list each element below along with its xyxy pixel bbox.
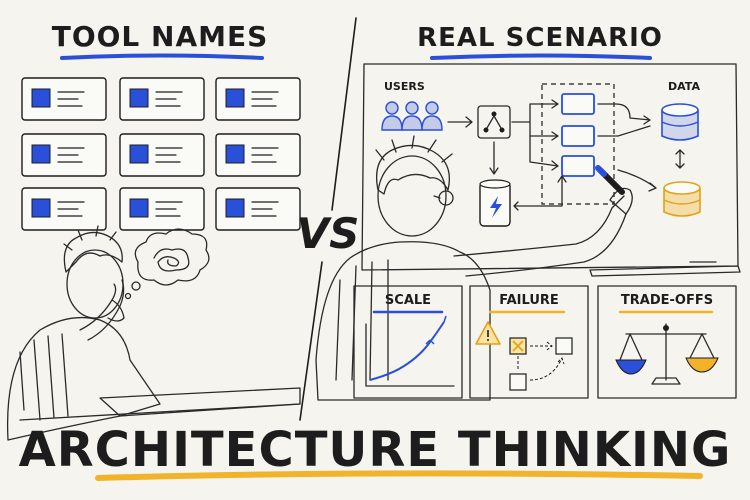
users-label: USERS <box>384 80 425 93</box>
tool-icon <box>225 198 245 218</box>
tool-card <box>21 77 107 121</box>
tool-icon <box>129 198 149 218</box>
tool-icon <box>31 88 51 108</box>
load-balancer-icon <box>477 105 511 139</box>
tool-card <box>215 133 301 177</box>
tool-icon <box>31 144 51 164</box>
failure-label: FAILURE <box>499 293 559 308</box>
right-title-underline <box>430 53 652 60</box>
tool-card <box>21 187 107 231</box>
tool-card <box>215 187 301 231</box>
tradeoffs-label: TRADE-OFFS <box>621 293 713 308</box>
tool-card <box>119 77 205 121</box>
tool-card <box>215 77 301 121</box>
tool-grid <box>21 77 301 231</box>
presenting-person <box>315 135 633 401</box>
footer-underline <box>95 470 703 481</box>
left-title-underline <box>60 53 264 60</box>
balance-scale-icon <box>615 323 719 385</box>
data-label: DATA <box>668 80 700 93</box>
confused-person <box>6 225 301 441</box>
footer-title: ARCHITECTURE THINKING <box>19 422 732 478</box>
database-replica-icon <box>663 181 701 217</box>
tool-icon <box>129 144 149 164</box>
tool-card <box>119 133 205 177</box>
database-icon <box>661 103 699 141</box>
tool-icon <box>225 144 245 164</box>
card-scale: SCALE <box>353 285 463 399</box>
tool-card <box>21 133 107 177</box>
warning-icon <box>475 321 501 345</box>
tool-icon <box>31 198 51 218</box>
left-title: TOOL NAMES <box>52 20 269 53</box>
marker-icon <box>595 165 625 195</box>
thought-bubble-icon <box>124 228 210 300</box>
lightning-icon <box>479 179 511 227</box>
whiteboard: USERS DATA <box>361 63 741 277</box>
center-divider <box>299 17 357 421</box>
tool-icon <box>129 88 149 108</box>
users-icon <box>381 101 443 131</box>
scale-label: SCALE <box>385 293 431 308</box>
tool-icon <box>225 88 245 108</box>
tool-card <box>119 187 205 231</box>
versus-label: VS <box>297 209 360 258</box>
card-tradeoffs: TRADE-OFFS <box>597 285 737 399</box>
card-failure: FAILURE <box>469 285 589 399</box>
right-title: REAL SCENARIO <box>417 23 663 53</box>
